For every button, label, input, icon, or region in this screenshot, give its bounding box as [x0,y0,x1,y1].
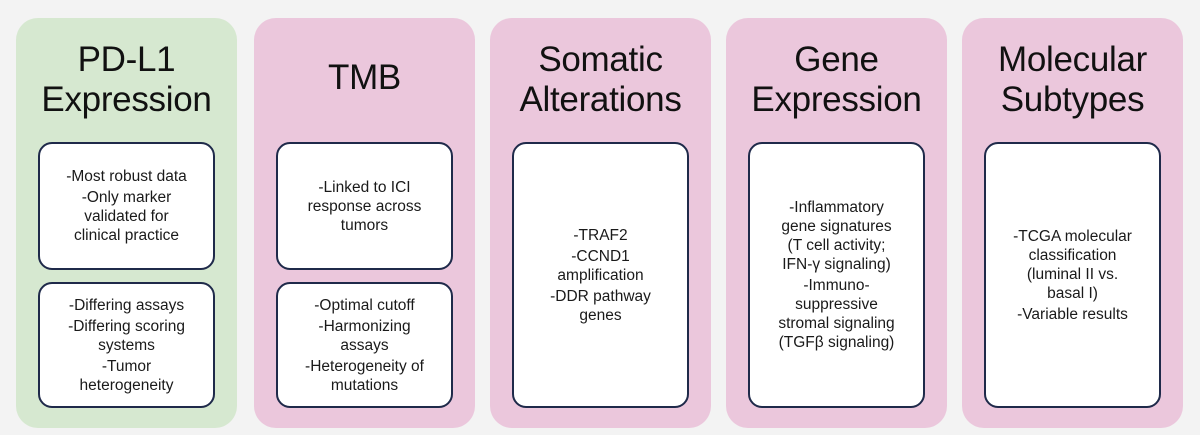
column-title: TMB [328,58,401,97]
bullet-item: -Differing assays [68,296,185,314]
column-title: Gene Expression [751,40,922,119]
bullet-item: -Optimal cutoff [314,296,415,314]
bullet-item: -CCND1 amplification [557,247,644,284]
bullet-item: -Most robust data [66,168,187,185]
bullet-item: -DDR pathway genes [550,287,651,324]
column-title: PD-L1 Expression [41,40,212,119]
content-box: -TRAF2 -CCND1 amplification -DDR pathway… [512,142,689,408]
content-box-strengths: -Linked to ICI response across tumors [276,142,453,270]
bullet-item: -Inflammatory gene signatures (T cell ac… [781,199,892,273]
column-title: Molecular Subtypes [997,40,1148,119]
content-box-limitations: -Differing assays -Differing scoring sys… [38,282,215,408]
bullet-item: -Tumor heterogeneity [79,357,174,394]
bullet-item: -Harmonizing assays [318,317,411,354]
column-somatic-alterations: Somatic Alterations -TRAF2 -CCND1 amplif… [490,18,711,428]
column-title: Somatic Alterations [519,40,682,119]
bullet-item: -Variable results [1017,305,1128,323]
bullet-item: -Only marker validated for clinical prac… [73,189,180,244]
bullet-item: -Differing scoring systems [68,317,185,354]
bullet-item: -TCGA molecular classification (luminal … [1013,227,1132,302]
column-tmb: TMB -Linked to ICI response across tumor… [254,18,475,428]
content-box: -TCGA molecular classification (luminal … [984,142,1161,408]
content-box: -Inflammatory gene signatures (T cell ac… [748,142,925,408]
content-box-strengths: -Most robust data -Only marker validated… [38,142,215,270]
column-gene-expression: Gene Expression -Inflammatory gene signa… [726,18,947,428]
column-molecular-subtypes: Molecular Subtypes -TCGA molecular class… [962,18,1183,428]
bullet-item: -Heterogeneity of mutations [305,357,424,394]
bullet-item: -Immuno- suppressive stromal signaling (… [778,277,895,351]
column-pd-l1-expression: PD-L1 Expression -Most robust data -Only… [16,18,237,428]
bullet-item: -Linked to ICI response across tumors [307,178,422,234]
content-box-limitations: -Optimal cutoff -Harmonizing assays -Het… [276,282,453,408]
bullet-item: -TRAF2 [573,226,628,244]
